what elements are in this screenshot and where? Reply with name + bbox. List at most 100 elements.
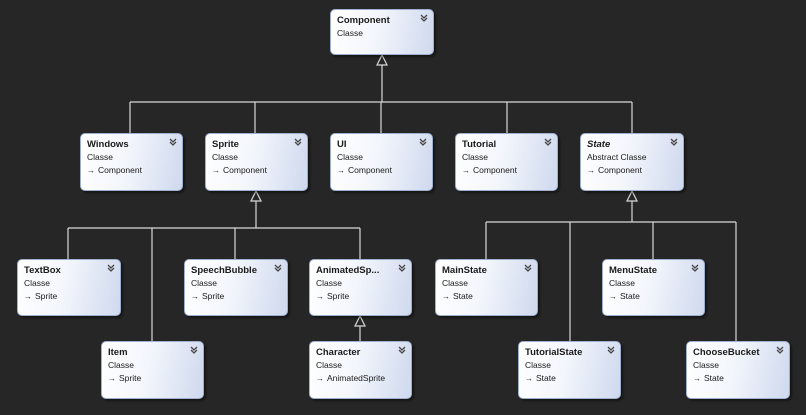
arrow-right-icon: → [87, 166, 95, 175]
class-kind: Classe [609, 278, 635, 288]
class-box-windows[interactable]: Windows Classe →Component [80, 133, 183, 191]
class-name: MainState [442, 265, 487, 276]
double-chevron-down-icon[interactable] [543, 137, 553, 147]
base-class: →Component [587, 163, 683, 178]
class-box-speechbubble[interactable]: SpeechBubble Classe →Sprite [184, 259, 288, 316]
class-name: State [587, 139, 611, 150]
class-kind: Classe [24, 278, 50, 288]
class-name: TutorialState [525, 347, 583, 358]
arrow-right-icon: → [316, 374, 324, 383]
connector-component-children [129, 65, 633, 133]
double-chevron-down-icon[interactable] [669, 137, 679, 147]
class-name: Sprite [212, 139, 239, 150]
arrow-right-icon: → [24, 292, 32, 301]
class-box-state[interactable]: State Abstract Classe →Component [580, 133, 684, 191]
base-class-name: AnimatedSprite [327, 373, 386, 383]
inheritance-arrowhead-state [626, 189, 638, 202]
class-box-choosebucket[interactable]: ChooseBucket Classe →State [686, 341, 790, 399]
arrow-right-icon: → [337, 166, 345, 175]
base-class-name: State [536, 373, 556, 383]
class-box-textbox[interactable]: TextBox Classe →Sprite [17, 259, 121, 316]
double-chevron-down-icon[interactable] [397, 345, 407, 355]
double-chevron-down-icon[interactable] [189, 345, 199, 355]
base-class: →Component [212, 163, 307, 178]
double-chevron-down-icon[interactable] [397, 263, 407, 273]
base-class: →State [609, 289, 704, 304]
class-kind: Classe [316, 278, 342, 288]
arrow-right-icon: → [108, 374, 116, 383]
class-kind: Classe [462, 152, 488, 162]
class-name: Windows [87, 139, 129, 150]
class-kind: Classe [191, 278, 217, 288]
base-class-name: State [620, 291, 640, 301]
class-kind: Abstract Classe [587, 152, 647, 162]
base-class-name: Sprite [119, 373, 142, 383]
arrow-right-icon: → [462, 166, 470, 175]
class-name: Item [108, 347, 128, 358]
base-class: →Component [87, 163, 182, 178]
connector-state-children [485, 199, 737, 341]
inheritance-arrowhead-animatedsprite [354, 314, 366, 327]
base-class-name: Component [348, 165, 392, 175]
inheritance-arrowhead-sprite [250, 189, 262, 202]
double-chevron-down-icon[interactable] [606, 345, 616, 355]
base-class: →Component [337, 163, 432, 178]
class-kind: Classe [316, 360, 342, 370]
double-chevron-down-icon[interactable] [168, 137, 178, 147]
class-kind: Classe [212, 152, 238, 162]
class-box-animatedsprite[interactable]: AnimatedSp... Classe →Sprite [309, 259, 412, 316]
class-name: MenuState [609, 265, 658, 276]
class-box-ui[interactable]: UI Classe →Component [330, 133, 433, 191]
base-class-name: Component [98, 165, 142, 175]
class-kind: Classe [108, 360, 134, 370]
base-class-name: Sprite [327, 291, 350, 301]
class-kind: Classe [442, 278, 468, 288]
base-class-name: State [704, 373, 724, 383]
arrow-right-icon: → [316, 292, 324, 301]
double-chevron-down-icon[interactable] [690, 263, 700, 273]
class-kind: Classe [693, 360, 719, 370]
class-box-tutorial[interactable]: Tutorial Classe →Component [455, 133, 558, 191]
double-chevron-down-icon[interactable] [418, 137, 428, 147]
double-chevron-down-icon[interactable] [293, 137, 303, 147]
class-name: Tutorial [462, 139, 497, 150]
arrow-right-icon: → [442, 292, 450, 301]
class-box-sprite[interactable]: Sprite Classe →Component [205, 133, 308, 191]
double-chevron-down-icon[interactable] [273, 263, 283, 273]
base-class-name: Component [223, 165, 267, 175]
base-class-name: Sprite [202, 291, 225, 301]
class-name: ChooseBucket [693, 347, 760, 358]
base-class: →Sprite [24, 289, 120, 304]
double-chevron-down-icon[interactable] [523, 263, 533, 273]
class-box-menustate[interactable]: MenuState Classe →State [602, 259, 705, 316]
arrow-right-icon: → [525, 374, 533, 383]
double-chevron-down-icon[interactable] [775, 345, 785, 355]
base-class: →State [525, 371, 620, 386]
double-chevron-down-icon[interactable] [419, 13, 429, 23]
class-box-component[interactable]: Component Classe [330, 9, 434, 55]
double-chevron-down-icon[interactable] [106, 263, 116, 273]
class-kind: Classe [87, 152, 113, 162]
arrow-right-icon: → [191, 292, 199, 301]
base-class: →Sprite [316, 289, 411, 304]
class-box-tutorialstate[interactable]: TutorialState Classe →State [518, 341, 621, 399]
base-class-name: Component [473, 165, 517, 175]
base-class: →Component [462, 163, 557, 178]
class-name: Character [316, 347, 361, 358]
arrow-right-icon: → [609, 292, 617, 301]
base-class: →State [693, 371, 789, 386]
base-class-name: Component [598, 165, 642, 175]
class-box-character[interactable]: Character Classe →AnimatedSprite [309, 341, 412, 399]
class-name: SpeechBubble [191, 265, 257, 276]
inheritance-arrowhead-component [376, 53, 388, 66]
base-class: →State [442, 289, 537, 304]
class-kind: Classe [337, 28, 363, 38]
class-kind: Classe [525, 360, 551, 370]
base-class-name: State [453, 291, 473, 301]
base-class-name: Sprite [35, 291, 58, 301]
class-box-mainstate[interactable]: MainState Classe →State [435, 259, 538, 316]
class-box-item[interactable]: Item Classe →Sprite [101, 341, 204, 399]
class-name: AnimatedSp... [316, 265, 380, 276]
class-name: TextBox [24, 265, 61, 276]
